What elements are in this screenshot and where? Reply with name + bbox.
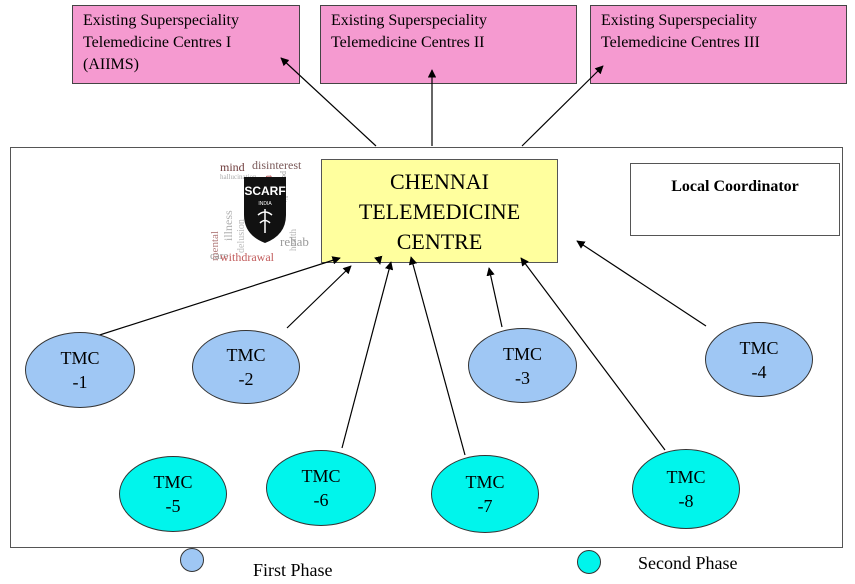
centre-2-line-2: Telemedicine Centres II bbox=[331, 34, 485, 51]
arrow-tmc-8 bbox=[520, 257, 666, 451]
local-coordinator-label: Local Coordinator bbox=[671, 178, 799, 195]
arrow-tmc-1 bbox=[83, 256, 341, 341]
svg-text:disinterest: disinterest bbox=[252, 158, 302, 172]
center-line-1: CHENNAI bbox=[390, 169, 489, 194]
tmc-3-label: TMC bbox=[502, 343, 542, 364]
tmc-2-label: TMC bbox=[226, 345, 266, 365]
tmc-node-2: TMC -2 bbox=[192, 330, 300, 404]
arrow-hidden bbox=[374, 255, 383, 265]
arrow-tmc-4 bbox=[576, 240, 707, 327]
arrow-tmc-6 bbox=[341, 261, 394, 449]
center-line-3: CENTRE bbox=[396, 229, 483, 254]
arrow-to-centre-1 bbox=[280, 57, 377, 147]
network-frame bbox=[10, 147, 843, 548]
arrow-tmc-3 bbox=[486, 267, 503, 328]
superspeciality-centre-2: Existing Superspeciality Telemedicine Ce… bbox=[320, 5, 577, 84]
svg-text:INDIA: INDIA bbox=[258, 201, 272, 207]
centre-1-line-2: Telemedicine Centres I bbox=[83, 34, 232, 51]
tmc-node-5: TMC -5 bbox=[119, 456, 227, 532]
center-line-2: TELEMEDICINE bbox=[358, 199, 521, 224]
centre-3-line-1: Existing Superspeciality bbox=[601, 12, 757, 29]
tmc-node-3: TMC -3 bbox=[468, 328, 577, 403]
svg-text:delusion: delusion bbox=[236, 219, 247, 253]
tmc-1-number: -1 bbox=[72, 372, 88, 392]
tmc-node-1: TMC -1 bbox=[25, 332, 135, 408]
centre-1-line-3: (AIIMS) bbox=[83, 56, 139, 73]
centre-1-line-1: Existing Superspeciality bbox=[83, 12, 239, 29]
arrow-tmc-7 bbox=[408, 256, 466, 456]
tmc-node-4: TMC -4 bbox=[705, 322, 813, 397]
svg-text:rehab: rehab bbox=[280, 234, 309, 249]
svg-text:withdrawal: withdrawal bbox=[220, 250, 275, 264]
superspeciality-centre-3: Existing Superspeciality Telemedicine Ce… bbox=[590, 5, 847, 84]
tmc-1-label: TMC bbox=[60, 348, 100, 368]
centre-2-line-1: Existing Superspeciality bbox=[331, 12, 487, 29]
first-phase-legend-label: First Phase bbox=[253, 560, 333, 580]
tmc-node-8: TMC -8 bbox=[632, 449, 740, 529]
svg-text:hallucination: hallucination bbox=[220, 173, 257, 181]
second-phase-legend-label: Second Phase bbox=[638, 553, 738, 573]
svg-text:SCARF: SCARF bbox=[244, 184, 285, 198]
tmc-6-number: -6 bbox=[313, 490, 329, 510]
tmc-8-label: TMC bbox=[666, 467, 706, 487]
svg-text:health: health bbox=[288, 229, 298, 251]
tmc-5-number: -5 bbox=[165, 496, 181, 516]
svg-text:mind: mind bbox=[220, 160, 245, 174]
tmc-7-number: -7 bbox=[477, 496, 493, 516]
first-phase-legend-dot bbox=[180, 548, 204, 572]
tmc-4-label: TMC bbox=[739, 337, 779, 358]
second-phase-legend-dot bbox=[577, 550, 601, 574]
tmc-4-number: -4 bbox=[751, 361, 767, 382]
arrow-to-centre-3 bbox=[521, 65, 604, 147]
local-coordinator-box: Local Coordinator bbox=[630, 163, 840, 236]
tmc-2-number: -2 bbox=[238, 369, 254, 389]
tmc-7-label: TMC bbox=[465, 472, 505, 492]
tmc-8-number: -8 bbox=[678, 491, 694, 511]
tmc-node-7: TMC -7 bbox=[431, 455, 539, 533]
tmc-node-6: TMC -6 bbox=[266, 450, 376, 526]
arrow-tmc-2 bbox=[286, 265, 352, 329]
svg-text:care: care bbox=[210, 250, 228, 262]
tmc-3-number: -3 bbox=[515, 367, 530, 388]
centre-3-line-2: Telemedicine Centres III bbox=[601, 34, 760, 51]
scarf-india-logo: mind disinterest hallucination mental il… bbox=[208, 155, 318, 265]
tmc-6-label: TMC bbox=[301, 466, 341, 486]
svg-text:mental: mental bbox=[209, 231, 221, 261]
chennai-telemedicine-centre: CHENNAI TELEMEDICINE CENTRE bbox=[321, 159, 558, 263]
superspeciality-centre-1: Existing Superspeciality Telemedicine Ce… bbox=[72, 5, 300, 84]
tmc-5-label: TMC bbox=[153, 472, 193, 492]
svg-text:illness: illness bbox=[221, 210, 235, 241]
